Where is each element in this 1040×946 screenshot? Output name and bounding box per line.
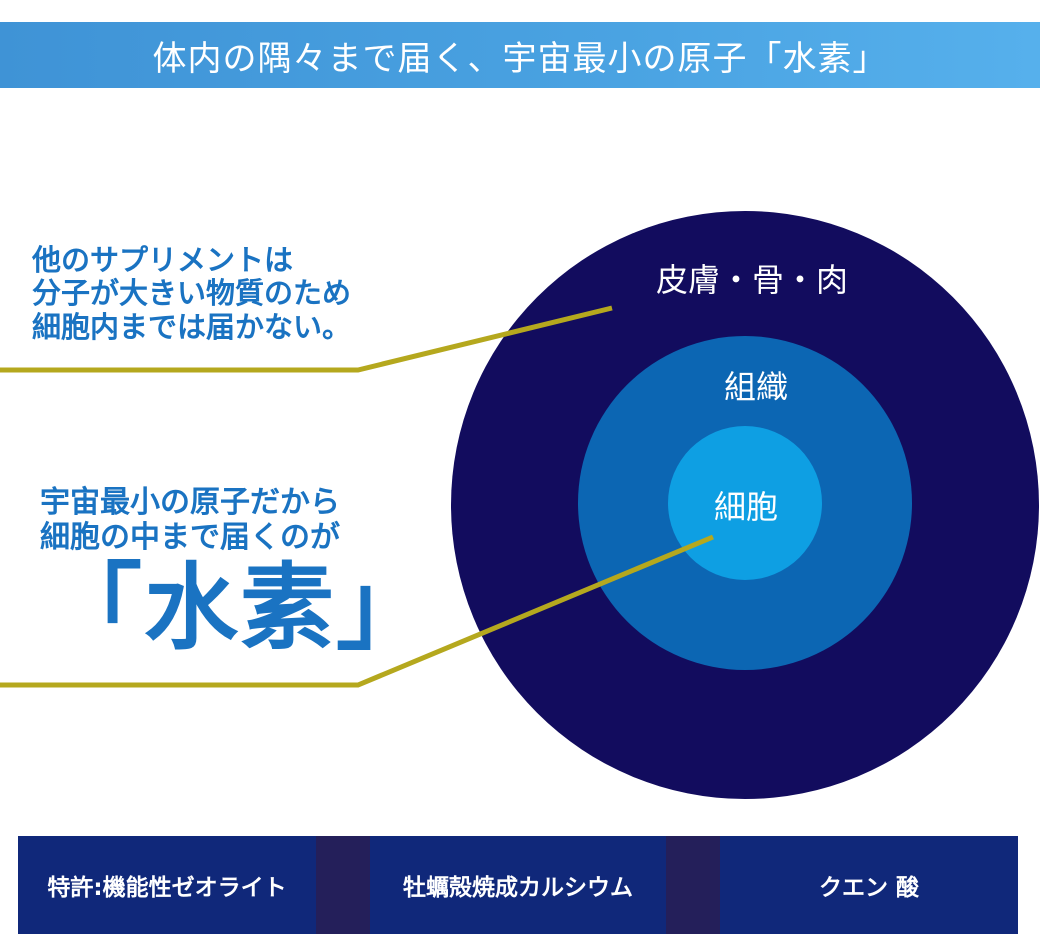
callout-line: 細胞内までは届かない。: [32, 309, 352, 344]
outer-circle-label: 皮膚・骨・肉: [655, 261, 849, 299]
callout-line: 分子が大きい物質のため: [32, 276, 352, 311]
ingredient-oyster-calcium: 牡蠣殻焼成カルシウム: [370, 836, 666, 934]
callout-line: 他のサプリメントは: [32, 243, 294, 277]
callout-line: 宇宙最小の原子だから: [40, 485, 340, 520]
title-banner: 体内の隅々まで届く、宇宙最小の原子「水素」: [0, 22, 1040, 88]
hydrogen-callout: 宇宙最小の原子だから 細胞の中まで届くのが: [40, 485, 340, 555]
other-supplements-callout: 他のサプリメントは 分子が大きい物質のため 細胞内までは届かない。: [32, 243, 352, 344]
leader-line-hydrogen: [0, 534, 714, 688]
ingredient-citric-acid: クエン 酸: [720, 836, 1018, 934]
leader-line-supplements: [0, 305, 613, 373]
inner-circle-label: 細胞: [713, 488, 779, 526]
middle-circle-label: 組織: [723, 368, 789, 406]
ingredient-zeolite: 特許:機能性ゼオライト: [18, 836, 316, 934]
callout-line: 細胞の中まで届くのが: [40, 519, 340, 555]
ingredients-bar: 特許:機能性ゼオライト 牡蠣殻焼成カルシウム クエン 酸: [18, 836, 1018, 934]
hydrogen-headline: 「水素」: [48, 554, 433, 663]
banner-title: 体内の隅々まで届く、宇宙最小の原子「水素」: [152, 38, 888, 79]
